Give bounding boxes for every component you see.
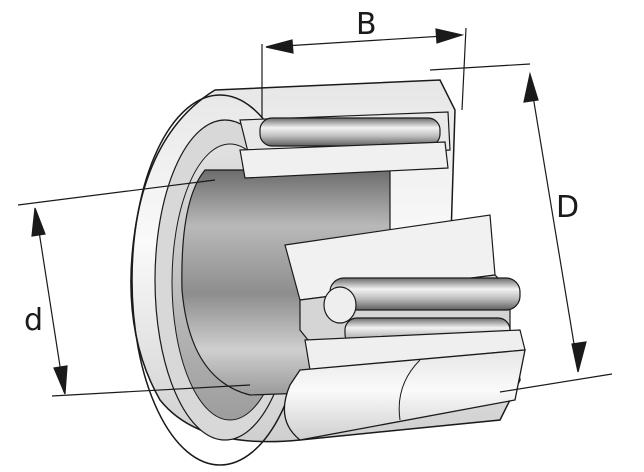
bore-dimension-line bbox=[35, 211, 65, 393]
width-arrow-right bbox=[435, 28, 465, 44]
bottom-cage bbox=[304, 277, 526, 371]
width-label: B bbox=[356, 7, 377, 42]
outer-arrow-top bbox=[523, 71, 539, 103]
bore-extension-top bbox=[17, 179, 216, 206]
bore-extension-bottom bbox=[51, 384, 251, 397]
dimension-lines bbox=[17, 27, 613, 397]
top-cage bbox=[239, 111, 451, 179]
needle-roller-bottom bbox=[329, 277, 521, 311]
width-dimension-line bbox=[267, 34, 461, 48]
outer-extension-top bbox=[429, 63, 531, 71]
bore-diameter-label: d bbox=[24, 303, 43, 338]
bore-arrow-bottom bbox=[53, 365, 68, 395]
outer-diameter-label: D bbox=[556, 190, 579, 225]
outer-arrow-bottom bbox=[571, 341, 587, 373]
width-arrow-left bbox=[265, 39, 294, 54]
lower-band bbox=[283, 349, 526, 441]
bore-arrow-top bbox=[31, 207, 46, 237]
outer-dimension-line bbox=[529, 77, 579, 369]
width-extension-right bbox=[461, 27, 467, 111]
needle-roller-top bbox=[259, 117, 441, 147]
outer-extension-bottom bbox=[499, 373, 613, 393]
